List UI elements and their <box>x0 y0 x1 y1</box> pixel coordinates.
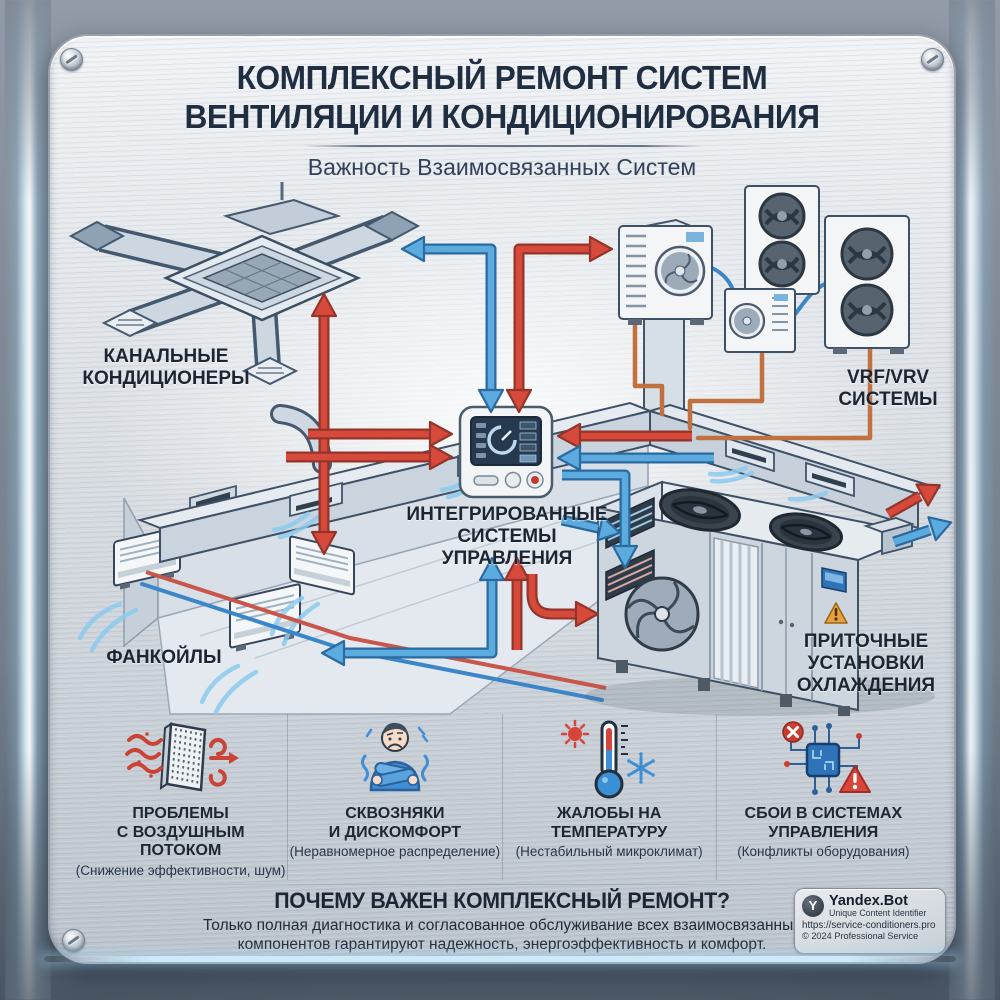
badge-name: Yandex.Bot <box>829 893 908 909</box>
air-handling-unit <box>585 480 935 716</box>
issue-subtitle: (Неравномерное распределение) <box>289 844 501 859</box>
footer: ПОЧЕМУ ВАЖЕН КОМПЛЕКСНЫЙ РЕМОНТ? Только … <box>50 888 954 954</box>
fancoil-unit <box>269 535 355 647</box>
title-line-1: КОМПЛЕКСНЫЙ РЕМОНТ СИСТЕМ <box>236 59 768 96</box>
footer-text: Только полная диагностика и согласованно… <box>203 917 801 953</box>
badge-url: https://service-conditioners.pro <box>802 920 936 931</box>
label-fancoils: ФАНКОЙЛЫ <box>106 647 222 668</box>
page-title: КОМПЛЕКСНЫЙ РЕМОНТ СИСТЕМ ВЕНТИЛЯЦИИ И К… <box>68 58 936 136</box>
flow-arrows <box>286 235 953 667</box>
issue-subtitle: (Снижение эффективности, шум) <box>75 862 286 878</box>
screw-top-right-icon <box>921 48 944 71</box>
vrf-unit <box>824 215 910 354</box>
issue-subtitle: (Нестабильный микроклимат) <box>515 844 703 859</box>
vrf-outdoor-units <box>618 185 910 354</box>
label-integrated-control-systems: ИНТЕГРИРОВАННЫЕ СИСТЕМЫ УПРАВЛЕНИЯ <box>406 504 608 569</box>
system-diagram: .aro{fill:none;stroke:#93352b;stroke-wid… <box>50 152 954 740</box>
label-vrf-vrv-systems: VRF/VRV СИСТЕМЫ <box>838 367 938 410</box>
badge-tagline: Unique Content Identifier <box>829 908 927 918</box>
control-failure-icon <box>782 721 872 795</box>
yandex-bot-badge: Y Yandex.Bot Unique Content Identifier h… <box>794 888 946 954</box>
label-duct-air-conditioners: КАНАЛЬНЫЕ КОНДИЦИОНЕРЫ <box>82 346 250 389</box>
vrf-unit <box>618 225 713 325</box>
ceiling-cassette-unit <box>68 182 421 386</box>
metal-panel: КОМПЛЕКСНЫЙ РЕМОНТ СИСТЕМ ВЕНТИЛЯЦИИ И К… <box>48 34 956 964</box>
issue-drafts: СКВОЗНЯКИ И ДИСКОМФОРТ (Неравномерное ра… <box>287 714 501 880</box>
header: КОМПЛЕКСНЫЙ РЕМОНТ СИСТЕМ ВЕНТИЛЯЦИИ И К… <box>50 36 954 181</box>
issue-subtitle: (Конфликты оборудования) <box>737 844 910 859</box>
issue-title: СБОИ В СИСТЕМАХ УПРАВЛЕНИЯ <box>744 805 903 841</box>
issue-title: СКВОЗНЯКИ И ДИСКОМФОРТ <box>328 805 462 841</box>
thermostat <box>458 405 554 499</box>
footer-divider <box>120 884 884 885</box>
left-light-streak <box>5 0 51 1000</box>
issue-title: ЖАЛОБЫ НА ТЕМПЕРАТУРУ <box>551 805 668 841</box>
issue-temperature: ЖАЛОБЫ НА ТЕМПЕРАТУРУ (Нестабильный микр… <box>501 714 716 880</box>
badge-copyright: © 2024 Professional Service <box>802 931 919 941</box>
shivering-person-icon <box>360 722 429 792</box>
air-filter-icon <box>124 722 239 792</box>
duct-diffuser <box>707 436 775 484</box>
title-underline <box>302 145 702 147</box>
yandex-logo-icon: Y <box>802 895 824 917</box>
scene-illustration: .aro{fill:none;stroke:#93352b;stroke-wid… <box>68 182 953 716</box>
issue-title: ПРОБЛЕМЫ С ВОЗДУШНЫМ ПОТОКОМ <box>116 805 245 859</box>
screw-top-left-icon <box>60 48 83 71</box>
label-supply-cooling-units: ПРИТОЧНЫЕ УСТАНОВКИ ОХЛАЖДЕНИЯ <box>796 631 936 696</box>
problems-row: ПРОБЛЕМЫ С ВОЗДУШНЫМ ПОТОКОМ (Снижение э… <box>74 714 930 880</box>
vrf-unit <box>724 288 796 353</box>
footer-heading: ПОЧЕМУ ВАЖЕН КОМПЛЕКСНЫЙ РЕМОНТ? <box>274 888 730 913</box>
issue-airflow: ПРОБЛЕМЫ С ВОЗДУШНЫМ ПОТОКОМ (Снижение э… <box>74 714 287 880</box>
vrf-unit <box>744 185 820 295</box>
warning-triangle-icon <box>824 602 848 624</box>
thermometer-icon <box>560 719 655 799</box>
issue-control-failures: СБОИ В СИСТЕМАХ УПРАВЛЕНИЯ (Конфликты об… <box>715 714 930 880</box>
duct-diffuser <box>787 461 855 502</box>
panel-bottom-glow <box>44 956 956 962</box>
screw-bottom-left-icon <box>62 929 85 952</box>
title-line-2: ВЕНТИЛЯЦИИ И КОНДИЦИОНИРОВАНИЯ <box>184 98 820 135</box>
